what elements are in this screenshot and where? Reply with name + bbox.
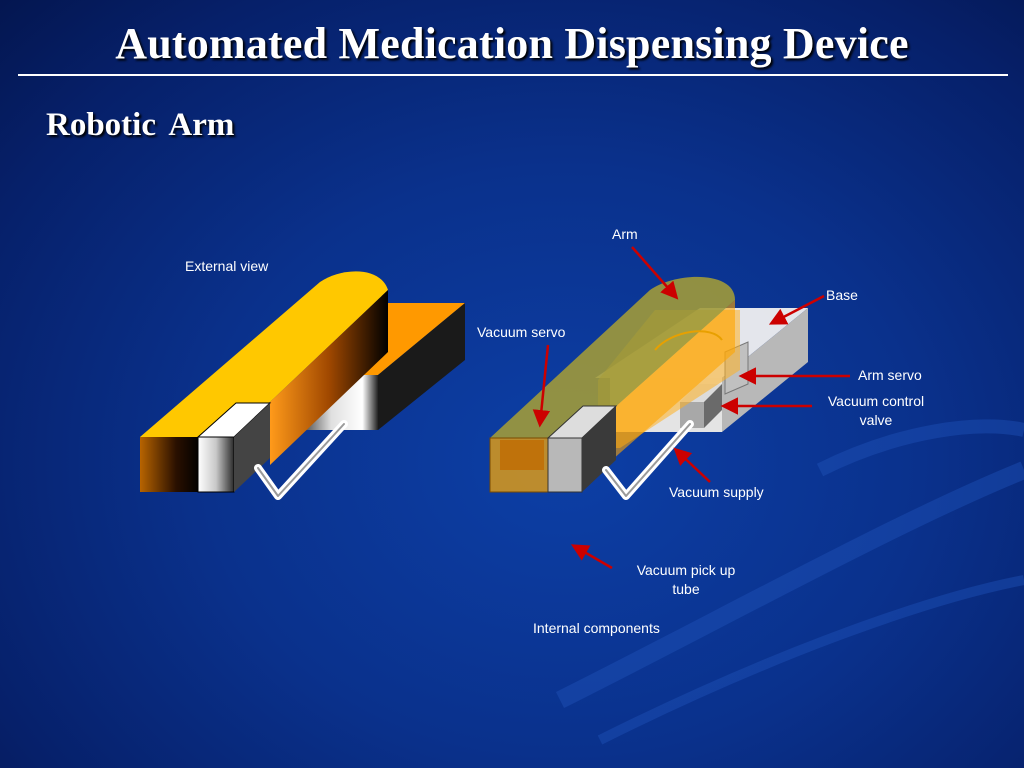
vacuum-supply-label: Vacuum supply	[669, 484, 764, 500]
external-view-label: External view	[185, 258, 269, 274]
external-arm-side	[270, 290, 388, 465]
arm-servo-label: Arm servo	[858, 367, 922, 383]
internal-components-label: Internal components	[533, 620, 660, 636]
vacuum-control-valve-side	[704, 384, 722, 428]
vacuum-control-valve-label-line1: Vacuum control	[827, 393, 925, 409]
vacuum-servo-callout-arrow	[532, 344, 551, 428]
external-vacuum-hose-shade	[257, 423, 345, 497]
external-head-front	[197, 436, 235, 493]
vacuum-pickup-tube-label-line1: Vacuum pick up	[636, 562, 736, 578]
arm-label: Arm	[612, 226, 638, 242]
internal-view-device	[489, 276, 808, 573]
internal-head-side	[582, 406, 616, 492]
vacuum-supply-callout-arrow	[673, 447, 711, 483]
slide-title: Automated Medication Dispensing Device	[115, 19, 909, 68]
vacuum-servo-label: Vacuum servo	[477, 324, 566, 340]
internal-vacuum-hose-shade	[605, 423, 691, 497]
internal-arm-side	[612, 300, 735, 460]
title-divider	[18, 74, 1008, 76]
vacuum-pickup-tube-callout-arrow	[570, 544, 613, 570]
background-swooshes	[555, 419, 1024, 745]
external-view-device	[140, 271, 465, 575]
vacuum-pickup-tube-label-line2: tube	[672, 581, 700, 597]
internal-arm-inner-curve	[654, 330, 723, 351]
vacuum-pickup-tube-label: Vacuum pick up tube	[626, 561, 746, 599]
vacuum-control-valve-front	[680, 402, 704, 428]
vacuum-servo-block	[500, 440, 544, 470]
base-label: Base	[826, 287, 858, 303]
internal-base-front	[722, 308, 808, 432]
external-arm-top	[140, 271, 388, 437]
external-arm-front	[140, 437, 200, 492]
vacuum-control-valve-label: Vacuum control valve	[816, 392, 936, 430]
slide-subtitle: Robotic Arm	[46, 107, 235, 143]
internal-head-front	[547, 437, 583, 493]
arm-callout-arrow	[631, 246, 679, 300]
callout-arrows	[532, 246, 850, 570]
base-callout-arrow	[768, 294, 825, 325]
external-base-front	[378, 303, 465, 430]
vacuum-control-valve-label-line2: valve	[859, 412, 893, 428]
internal-arm-top	[490, 276, 735, 438]
external-head-side	[234, 403, 270, 492]
